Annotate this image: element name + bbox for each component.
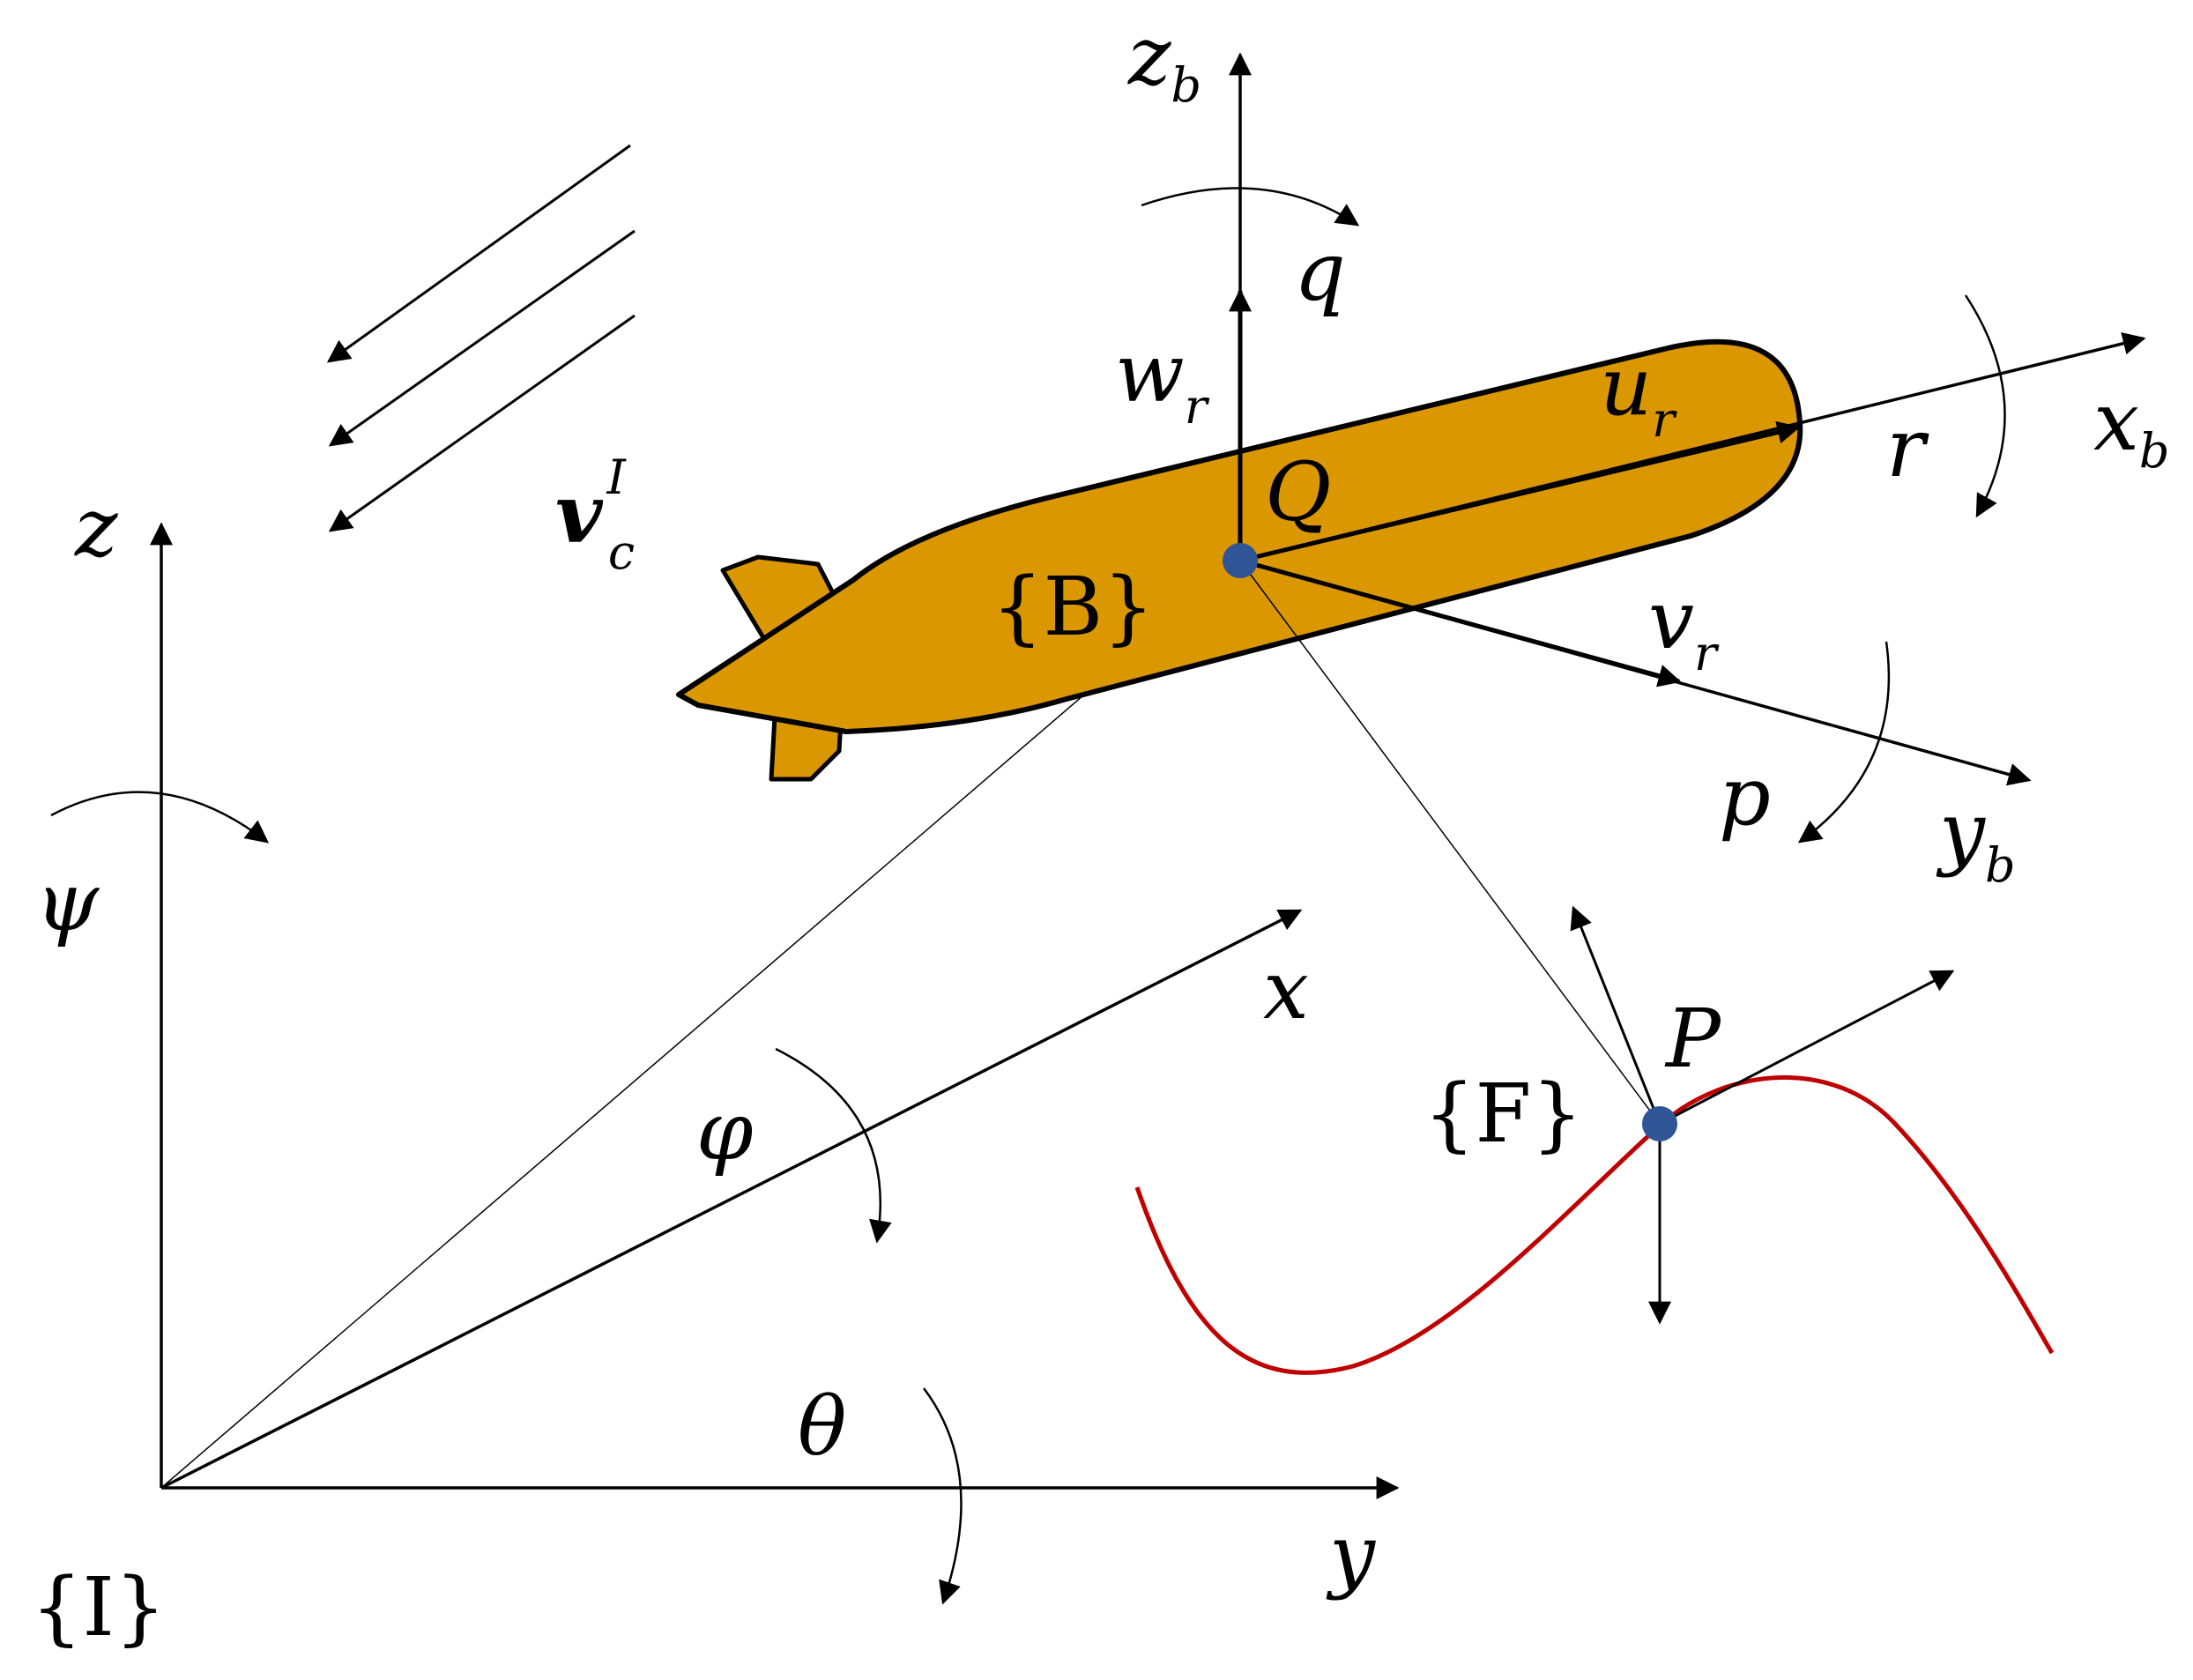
label-body-q: q xyxy=(1294,225,1346,319)
label-body-zb: zb xyxy=(1127,9,1201,113)
line-Q-to-P xyxy=(1239,560,1661,1125)
position-vector-to-Q xyxy=(160,560,1241,1489)
label-body-frame: {B} xyxy=(992,560,1155,654)
theta-rotation-arrow xyxy=(923,1387,963,1605)
label-inertial-phi: φ xyxy=(696,1084,754,1178)
label-current-symbol: v xyxy=(555,466,604,561)
label-inertial-y: y xyxy=(1326,1507,1376,1602)
label-current-sup: I xyxy=(606,450,627,505)
phi-rotation-arrow xyxy=(775,1047,892,1244)
label-body-ur: ur xyxy=(1600,339,1677,448)
path-frame xyxy=(1134,905,2055,1375)
point-Q-marker xyxy=(1223,543,1258,578)
path-normal-arrow xyxy=(1570,905,1661,1125)
current-arrow-2 xyxy=(328,229,636,447)
ur-velocity-arrow xyxy=(1239,420,1801,563)
label-body-yb: yb xyxy=(1936,784,2016,893)
current-arrow-3 xyxy=(328,314,636,532)
label-path-point: P xyxy=(1664,992,1722,1086)
label-inertial-psi: ψ xyxy=(35,855,100,949)
reference-path-curve xyxy=(1134,1075,2055,1375)
p-rotation-arrow xyxy=(1797,641,1891,844)
point-P-marker xyxy=(1642,1106,1677,1141)
q-rotation-arrow xyxy=(1141,187,1360,227)
inertial-x-axis xyxy=(160,909,1303,1490)
path-tangent-arrow xyxy=(1659,970,1955,1126)
label-inertial-theta: θ xyxy=(798,1379,846,1474)
label-current-sub: c xyxy=(608,524,635,580)
current-arrow-1 xyxy=(326,144,631,363)
label-inertial-z: z xyxy=(74,480,118,575)
label-body-origin: Q xyxy=(1265,445,1331,539)
current-arrows xyxy=(326,144,636,532)
label-body-vr: vr xyxy=(1648,573,1720,681)
label-inertial-x: x xyxy=(1263,943,1309,1037)
label-inertial-frame: {I} xyxy=(31,1560,166,1654)
vr-velocity-arrow xyxy=(1239,558,1682,688)
body-axes xyxy=(1141,52,2146,844)
r-rotation-arrow xyxy=(1964,294,2006,518)
label-body-r: r xyxy=(1886,401,1929,495)
label-body-xb: xb xyxy=(2093,375,2169,479)
label-body-p: p xyxy=(1719,749,1771,844)
inertial-axes xyxy=(50,522,1400,1605)
psi-rotation-arrow xyxy=(50,791,270,844)
label-body-wr: wr xyxy=(1115,326,1210,435)
label-path-frame: {F} xyxy=(1424,1067,1583,1161)
